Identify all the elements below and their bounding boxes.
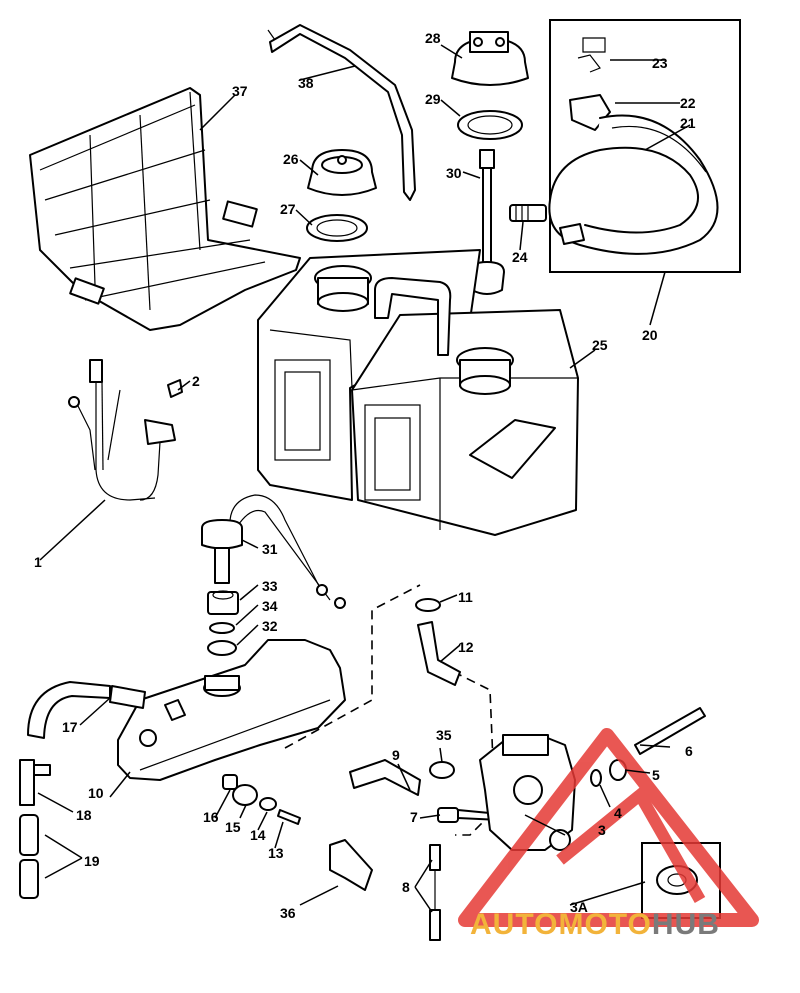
fuel-hose-assembly-box (548, 19, 741, 273)
callout-2: 2 (192, 373, 200, 389)
callout-12: 12 (458, 639, 474, 655)
callout-6: 6 (685, 743, 693, 759)
gauge-gasket-29 (457, 110, 523, 140)
callout-36: 36 (280, 905, 296, 921)
cap-gasket-27 (306, 214, 368, 242)
clamp-11 (415, 598, 441, 612)
callout-16: 16 (203, 809, 219, 825)
hoses-19 (19, 814, 39, 899)
callout-4: 4 (614, 805, 622, 821)
fuel-pump-3 (479, 734, 576, 851)
tank-fitting-24 (509, 204, 547, 222)
callout-28: 28 (425, 30, 441, 46)
callout-37: 37 (232, 83, 248, 99)
callout-10: 10 (88, 785, 104, 801)
watermark-text-part2: HUB (651, 908, 720, 941)
callout-22: 22 (680, 95, 696, 111)
callout-15: 15 (225, 819, 241, 835)
callout-3: 3 (598, 822, 606, 838)
callout-33: 33 (262, 578, 278, 594)
callout-17: 17 (62, 719, 78, 735)
oil-tank-10 (117, 639, 346, 781)
callout-3a: 3A (570, 899, 588, 915)
callout-34: 34 (262, 598, 278, 614)
callout-25: 25 (592, 337, 608, 353)
tee-fitting-18 (19, 759, 51, 806)
fuel-gauge-cap (451, 31, 529, 86)
callout-19: 19 (84, 853, 100, 869)
watermark-logo-triangle (458, 728, 759, 927)
grommet-15 (232, 784, 258, 806)
sensor-31 (201, 494, 346, 609)
callout-38: 38 (298, 75, 314, 91)
clamp-35 (429, 761, 455, 779)
tank-rack-frame (29, 87, 301, 331)
callout-9: 9 (392, 747, 400, 763)
fitting-6 (634, 707, 706, 755)
callout-26: 26 (283, 151, 299, 167)
hose-17 (27, 681, 146, 739)
callout-23: 23 (652, 55, 668, 71)
link-rod-8 (429, 844, 441, 941)
leader-lines (37, 44, 691, 913)
hose-routing-dashed (284, 584, 496, 836)
callout-8: 8 (402, 879, 410, 895)
callout-7: 7 (410, 809, 418, 825)
callout-31: 31 (262, 541, 278, 557)
callout-1: 1 (34, 554, 42, 570)
spacer-33 (207, 590, 239, 615)
callout-21: 21 (680, 115, 696, 131)
watermark-text: AUTOMOTOHUB (470, 908, 720, 942)
callout-24: 24 (512, 249, 528, 265)
callout-18: 18 (76, 807, 92, 823)
hose-9 (349, 759, 421, 796)
tie-strap-36 (329, 839, 373, 891)
sender-wiring-harness (68, 359, 183, 501)
callout-20: 20 (642, 327, 658, 343)
fuel-cap (307, 149, 377, 196)
tank-hold-down-strap (267, 24, 416, 201)
spacer-16 (222, 774, 238, 790)
callout-11: 11 (458, 589, 473, 605)
callout-32: 32 (262, 618, 278, 634)
gasket-32 (207, 640, 237, 656)
hose-12 (417, 621, 461, 686)
twin-fuel-tanks (257, 249, 579, 536)
callout-29: 29 (425, 91, 441, 107)
callout-13: 13 (268, 845, 284, 861)
washer-14 (259, 797, 277, 811)
screw-13 (277, 809, 301, 825)
callout-27: 27 (280, 201, 296, 217)
callout-35: 35 (436, 727, 452, 743)
o-ring-4 (590, 769, 602, 787)
watermark-text-part1: AUTOMOTO (470, 908, 652, 941)
callout-30: 30 (446, 165, 462, 181)
callout-labels: 1 2 3 3A 4 5 6 7 8 9 10 11 12 13 14 15 1… (34, 30, 696, 921)
callout-5: 5 (652, 767, 660, 783)
washer-34 (209, 622, 235, 634)
callout-14: 14 (250, 827, 266, 843)
